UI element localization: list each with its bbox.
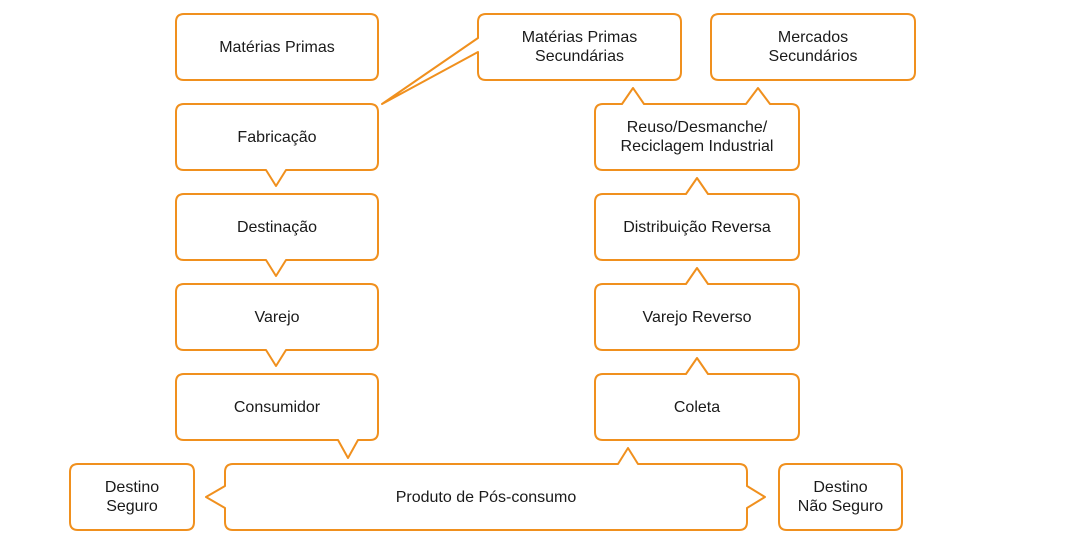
produto-pos-consumo-box: [205, 447, 766, 531]
mercados-secundarios-box: [710, 13, 916, 81]
destino-nao-seguro-box: [778, 463, 903, 531]
fabricacao-box: [175, 103, 379, 187]
varejo-box: [175, 283, 379, 367]
destino-seguro-box: [69, 463, 195, 531]
materias-primas-box: [175, 13, 379, 81]
shape-layer: [69, 13, 916, 531]
materias-primas-secundarias-box: [381, 13, 682, 105]
destinacao-box: [175, 193, 379, 277]
varejo-reverso-box: [594, 267, 800, 351]
reuso-box: [594, 87, 800, 171]
distribuicao-reversa-box: [594, 177, 800, 261]
coleta-box: [594, 357, 800, 441]
consumidor-box: [175, 373, 379, 459]
